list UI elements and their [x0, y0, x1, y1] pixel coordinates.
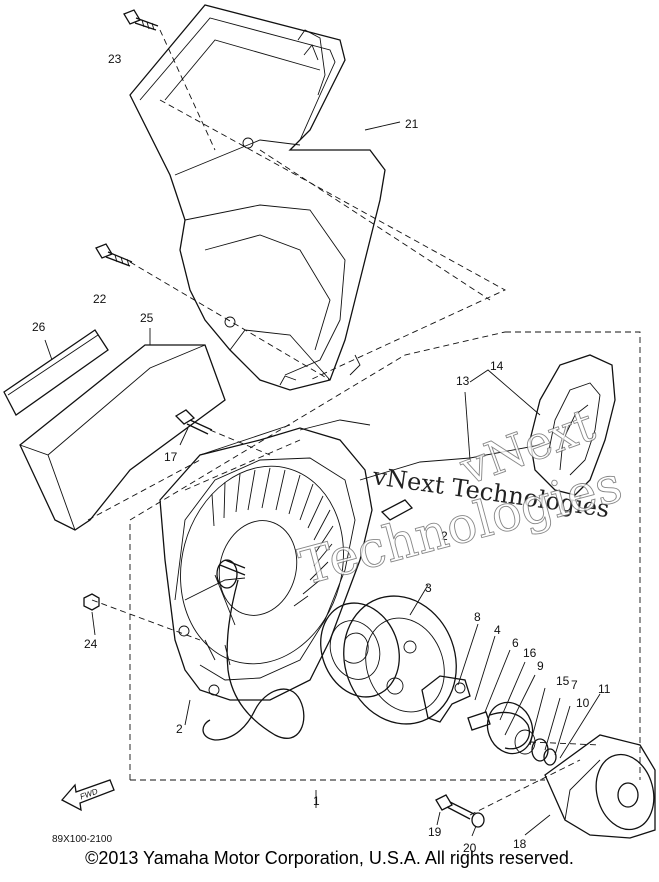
callout-4: 4: [494, 623, 501, 637]
callout-20: 20: [463, 841, 477, 855]
callout-2: 2: [176, 722, 183, 736]
pad-25: [19, 344, 226, 531]
bolt-23: [123, 9, 159, 31]
copyright-footer: ©2013 Yamaha Motor Corporation, U.S.A. A…: [85, 848, 574, 868]
bolt-22: [95, 243, 133, 267]
callout-15: 15: [556, 674, 570, 688]
cover-18: [544, 734, 656, 839]
callout-13: 13: [456, 374, 470, 388]
bolt-17: [174, 409, 213, 435]
reel-3: [320, 595, 457, 725]
washer-20: [471, 812, 485, 828]
bolt-19: [435, 794, 475, 820]
callout-19: 19: [428, 825, 442, 839]
fwd-arrow-icon: FWD: [60, 779, 115, 812]
callout-2-secondary: 2: [441, 529, 448, 543]
diagram-code: 89X100-2100: [52, 834, 112, 845]
callout-10: 10: [576, 696, 590, 710]
callout-8: 8: [474, 610, 481, 624]
callout-9: 9: [537, 659, 544, 673]
starter-housing: [159, 419, 373, 701]
callout-23: 23: [108, 52, 122, 66]
callout-22: 22: [93, 292, 107, 306]
nut-24: [83, 593, 100, 611]
callout-26: 26: [32, 320, 46, 334]
starter-rope: [202, 579, 305, 741]
callout-labels: 23 21 22 25 26 14 13 17 3 8 4 6 16 9 15 …: [32, 52, 611, 855]
callout-14: 14: [490, 359, 504, 373]
callout-16: 16: [523, 646, 537, 660]
callout-3: 3: [425, 581, 432, 595]
shroud-part: [129, 4, 386, 391]
callout-7: 7: [571, 678, 578, 692]
pawl-parts: [421, 675, 557, 766]
callout-1: 1: [313, 794, 320, 808]
starter-handle: [529, 354, 616, 496]
callout-17: 17: [164, 450, 178, 464]
callout-24: 24: [84, 637, 98, 651]
callout-21: 21: [405, 117, 419, 131]
callout-11: 11: [598, 682, 611, 696]
strip-26: [3, 329, 109, 416]
callout-18: 18: [513, 837, 527, 851]
watermark: vNext Technologies vNext Technologies: [293, 397, 629, 597]
callout-25: 25: [140, 311, 154, 325]
callout-6: 6: [512, 636, 519, 650]
